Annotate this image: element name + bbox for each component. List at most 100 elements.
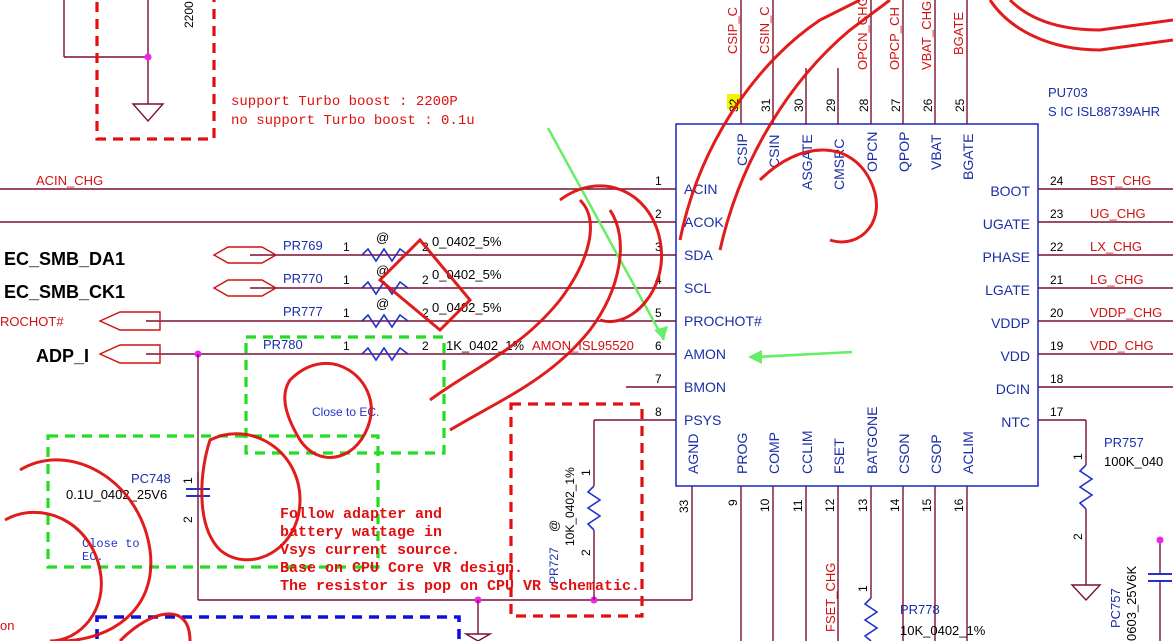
net-ug-chg: UG_CHG (1090, 206, 1146, 221)
pin-num-33: 33 (677, 499, 691, 513)
pin-num-18: 18 (1050, 372, 1064, 386)
pin-num-15: 15 (920, 498, 934, 512)
pin-label-scl: SCL (684, 280, 711, 296)
net-vbat-chg: VBAT_CHG (919, 1, 934, 70)
pin-num-7: 7 (655, 372, 662, 386)
pin-num-23: 23 (1050, 207, 1064, 221)
pin-label-amon: AMON (684, 346, 726, 362)
pin-label-cson: CSON (896, 434, 912, 474)
net-bst-chg: BST_CHG (1090, 173, 1151, 188)
left-pins: 1 2 3 4 5 6 7 8 ACIN ACOK SDA SCL PROCHO… (0, 174, 762, 428)
follow-note-line4: Base on CPU Core VR design. (280, 560, 523, 577)
pc748-pin1: 1 (181, 477, 195, 484)
net-ec-smb-da1: EC_SMB_DA1 (4, 249, 125, 269)
pc757-ref: PC757 (1108, 588, 1123, 628)
chip-body (675, 123, 1039, 487)
pin-num-13: 13 (856, 498, 870, 512)
pin-num-25: 25 (953, 98, 967, 112)
top-cap-value: 2200 (182, 1, 196, 28)
pin-num-22: 22 (1050, 240, 1064, 254)
pc757-value: 0603_25V6K (1124, 565, 1139, 641)
pr777-pin1: 1 (343, 306, 350, 320)
pr769-value: 0_0402_5% (432, 234, 502, 249)
pr757-resistor: 1 2 PR757 100K_040 (1070, 435, 1163, 602)
net-csip-c: CSIP_C (725, 7, 740, 54)
pr770-ref: PR770 (283, 271, 323, 286)
net-bgate: BGATE (951, 12, 966, 55)
chip-part: S IC ISL88739AHR (1048, 104, 1160, 119)
follow-note-line1: Follow adapter and (280, 506, 442, 523)
top-left-ground-branch: 2200 (63, 0, 196, 123)
top-pins: 32 31 30 29 28 27 26 25 CSIP CSIN ASGATE… (725, 0, 976, 190)
pin-num-30: 30 (792, 98, 806, 112)
blue-highlight-box (95, 615, 461, 641)
pin-label-vbat: VBAT (928, 134, 944, 170)
pr777-value: 0_0402_5% (432, 300, 502, 315)
close-to-ec-label-1: Close to EC. (312, 405, 379, 419)
pin-label-lgate: LGATE (985, 282, 1030, 298)
close-to-ec-box-2 (46, 434, 380, 569)
pin-num-5: 5 (655, 306, 662, 320)
pr778-resistor: 1 PR778 10K_0402_1% (856, 585, 986, 641)
pin-label-csin: CSIN (766, 135, 782, 168)
pin-label-qpop: QPOP (896, 132, 912, 172)
close-to-ec-label-2a: Close to (82, 537, 140, 551)
pin-num-16: 16 (952, 498, 966, 512)
pc748-capacitor: PC748 0.1U_0402_25V6 1 2 (66, 471, 210, 523)
pin-label-bmon: BMON (684, 379, 726, 395)
pin-num-24: 24 (1050, 174, 1064, 188)
net-adp-i: ADP_I (36, 346, 89, 366)
pr727-pin1: 1 (579, 469, 593, 476)
edge-left-text: on (0, 618, 14, 633)
psys-highlight-box (509, 402, 644, 618)
pin-label-psys: PSYS (684, 412, 721, 428)
pc748-ref: PC748 (131, 471, 171, 486)
pin-label-bgate: BGATE (960, 134, 976, 180)
pr769-pop: @ (376, 230, 389, 245)
pr727-ref: PR727 (547, 547, 561, 584)
net-lg-chg: LG_CHG (1090, 272, 1143, 287)
pr777-pin2: 2 (422, 306, 429, 320)
series-resistors: @ @ @ PR769 PR770 PR777 PR780 1 1 1 1 2 … (263, 230, 525, 362)
pc757-capacitor: PC757 0603_25V6K (1108, 536, 1172, 641)
pr757-pin2: 2 (1071, 533, 1085, 540)
pr727-resistor: 1 2 PR727 @ 10K_0402_1% (547, 419, 642, 600)
pin-label-opcn: OPCN (864, 132, 880, 172)
pr757-value: 100K_040 (1104, 454, 1163, 469)
follow-note-line5: The resistor is pop on CPU VR schematic. (280, 578, 640, 595)
net-fset-chg: FSET_CHG (823, 563, 838, 632)
pin-num-19: 19 (1050, 339, 1064, 353)
pin-num-21: 21 (1050, 273, 1064, 287)
net-ec-smb-ck1: EC_SMB_CK1 (4, 282, 125, 302)
pc748-pin2: 2 (181, 516, 195, 523)
top-cap-highlight-box (95, 0, 216, 141)
pr757-ref: PR757 (1104, 435, 1144, 450)
pin-label-asgate: ASGATE (799, 134, 815, 190)
pin-label-ntc: NTC (1001, 414, 1030, 430)
pin-label-dcin: DCIN (996, 381, 1030, 397)
follow-note-line2: battery wattage in (280, 524, 442, 541)
pr769-pin1: 1 (343, 240, 350, 254)
pr778-pin1: 1 (856, 585, 870, 592)
pin-label-ugate: UGATE (983, 216, 1030, 232)
pr770-pin1: 1 (343, 273, 350, 287)
pin-label-sda: SDA (684, 247, 713, 263)
pr780-pin1: 1 (343, 339, 350, 353)
pin-label-csop: CSOP (928, 434, 944, 474)
pr769-ref: PR769 (283, 238, 323, 253)
pin-num-26: 26 (921, 98, 935, 112)
pin-label-agnd: AGND (685, 434, 701, 474)
pin-num-31: 31 (759, 98, 773, 112)
pin-label-acin: ACIN (684, 181, 717, 197)
right-pins: 24 23 22 21 20 19 18 17 BOOT UGATE PHASE… (983, 173, 1173, 465)
pc748-value: 0.1U_0402_25V6 (66, 487, 167, 502)
pr727-pop: @ (547, 520, 561, 532)
pr777-ref: PR777 (283, 304, 323, 319)
pin-num-9: 9 (726, 499, 740, 506)
net-opcp-ch: OPCP_CH (887, 7, 902, 70)
pin-label-comp: COMP (766, 432, 782, 474)
pin-label-aclim: ACLIM (960, 431, 976, 474)
pr780-pin2: 2 (422, 339, 429, 353)
net-opcn-chg: OPCN_CHG (855, 0, 870, 70)
pr770-pin2: 2 (422, 273, 429, 287)
